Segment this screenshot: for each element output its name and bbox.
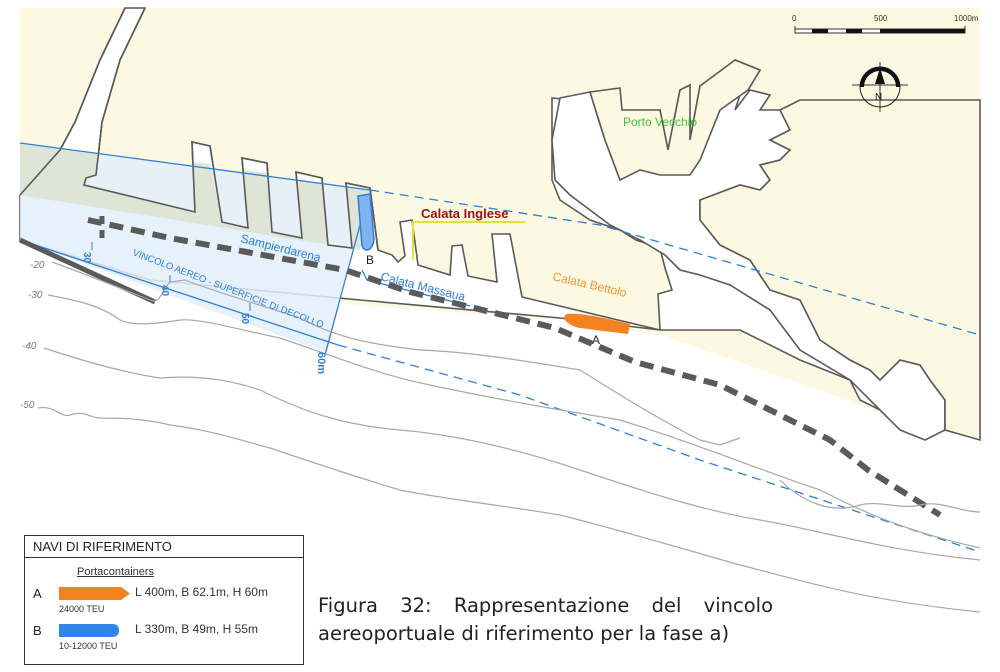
contour-40	[43, 347, 981, 561]
zone-boundary-top	[19, 142, 371, 191]
label-porto-vecchio: Porto Vecchio	[623, 115, 697, 129]
zone-boundary-right	[324, 224, 361, 356]
depth-label-40: -40	[22, 341, 37, 352]
depth-contours	[37, 261, 981, 613]
figure-caption: Figura 32: Rappresentazione del vincolo …	[318, 594, 773, 645]
ship-b-marker: B	[366, 253, 374, 267]
land-east	[699, 99, 981, 442]
ship-a	[564, 313, 630, 334]
scale-bar-graphic	[794, 26, 966, 34]
scale-bar: 0 500 1000m	[792, 14, 978, 36]
depth-label-20: -20	[30, 260, 45, 271]
legend-subtitle: Portacontainers	[77, 566, 155, 578]
contour-20	[51, 261, 421, 351]
breakwater-solid	[18, 237, 157, 305]
scale-tick-500: 500	[874, 14, 888, 23]
legend-teu: 24000 TEU	[59, 604, 105, 614]
zone-boundary-bottom	[19, 239, 339, 346]
height-label-60m: 60m	[315, 352, 327, 374]
legend-item-a: A 24000 TEU L 400m, B 62.1m, H 60m	[33, 585, 298, 616]
north-arrow-icon: N	[852, 62, 908, 112]
legend-teu: 10-12000 TEU	[59, 641, 118, 651]
land-central	[588, 59, 762, 182]
ship-a-marker: A	[592, 333, 600, 347]
legend-item-b: B 10-12000 TEU L 330m, B 49m, H 55m	[33, 622, 298, 653]
ship-a-icon	[59, 587, 130, 600]
svg-text:N: N	[875, 92, 882, 103]
legend-box: NAVI DI RIFERIMENTO Portacontainers A 24…	[24, 535, 304, 665]
legend-dims: L 330m, B 49m, H 55m	[135, 622, 258, 636]
pier-outlines	[19, 7, 379, 251]
contour-50	[37, 406, 981, 613]
dashed-upper	[369, 189, 981, 336]
depth-label-30: -30	[28, 290, 43, 301]
height-label-50: 50	[239, 313, 250, 325]
legend-title: NAVI DI RIFERIMENTO	[25, 536, 303, 558]
legend-dims: L 400m, B 62.1m, H 60m	[135, 585, 268, 599]
label-calata-inglese: Calata Inglese	[421, 206, 508, 221]
contour-b	[429, 384, 981, 549]
contour-c	[779, 479, 981, 513]
legend-letter: B	[33, 623, 42, 638]
height-label-30: 30	[81, 252, 92, 264]
ship-b	[357, 193, 375, 251]
ship-b-icon	[59, 624, 119, 637]
legend-letter: A	[33, 586, 42, 601]
scale-tick-1000: 1000m	[954, 14, 979, 23]
depth-label-50: -50	[20, 400, 35, 411]
contour-30	[47, 294, 431, 386]
scale-tick-0: 0	[792, 14, 797, 23]
dashed-lower	[337, 344, 981, 553]
contour-a	[419, 349, 741, 446]
height-label-40: 40	[159, 285, 170, 297]
breakwater-dashed	[87, 217, 942, 518]
